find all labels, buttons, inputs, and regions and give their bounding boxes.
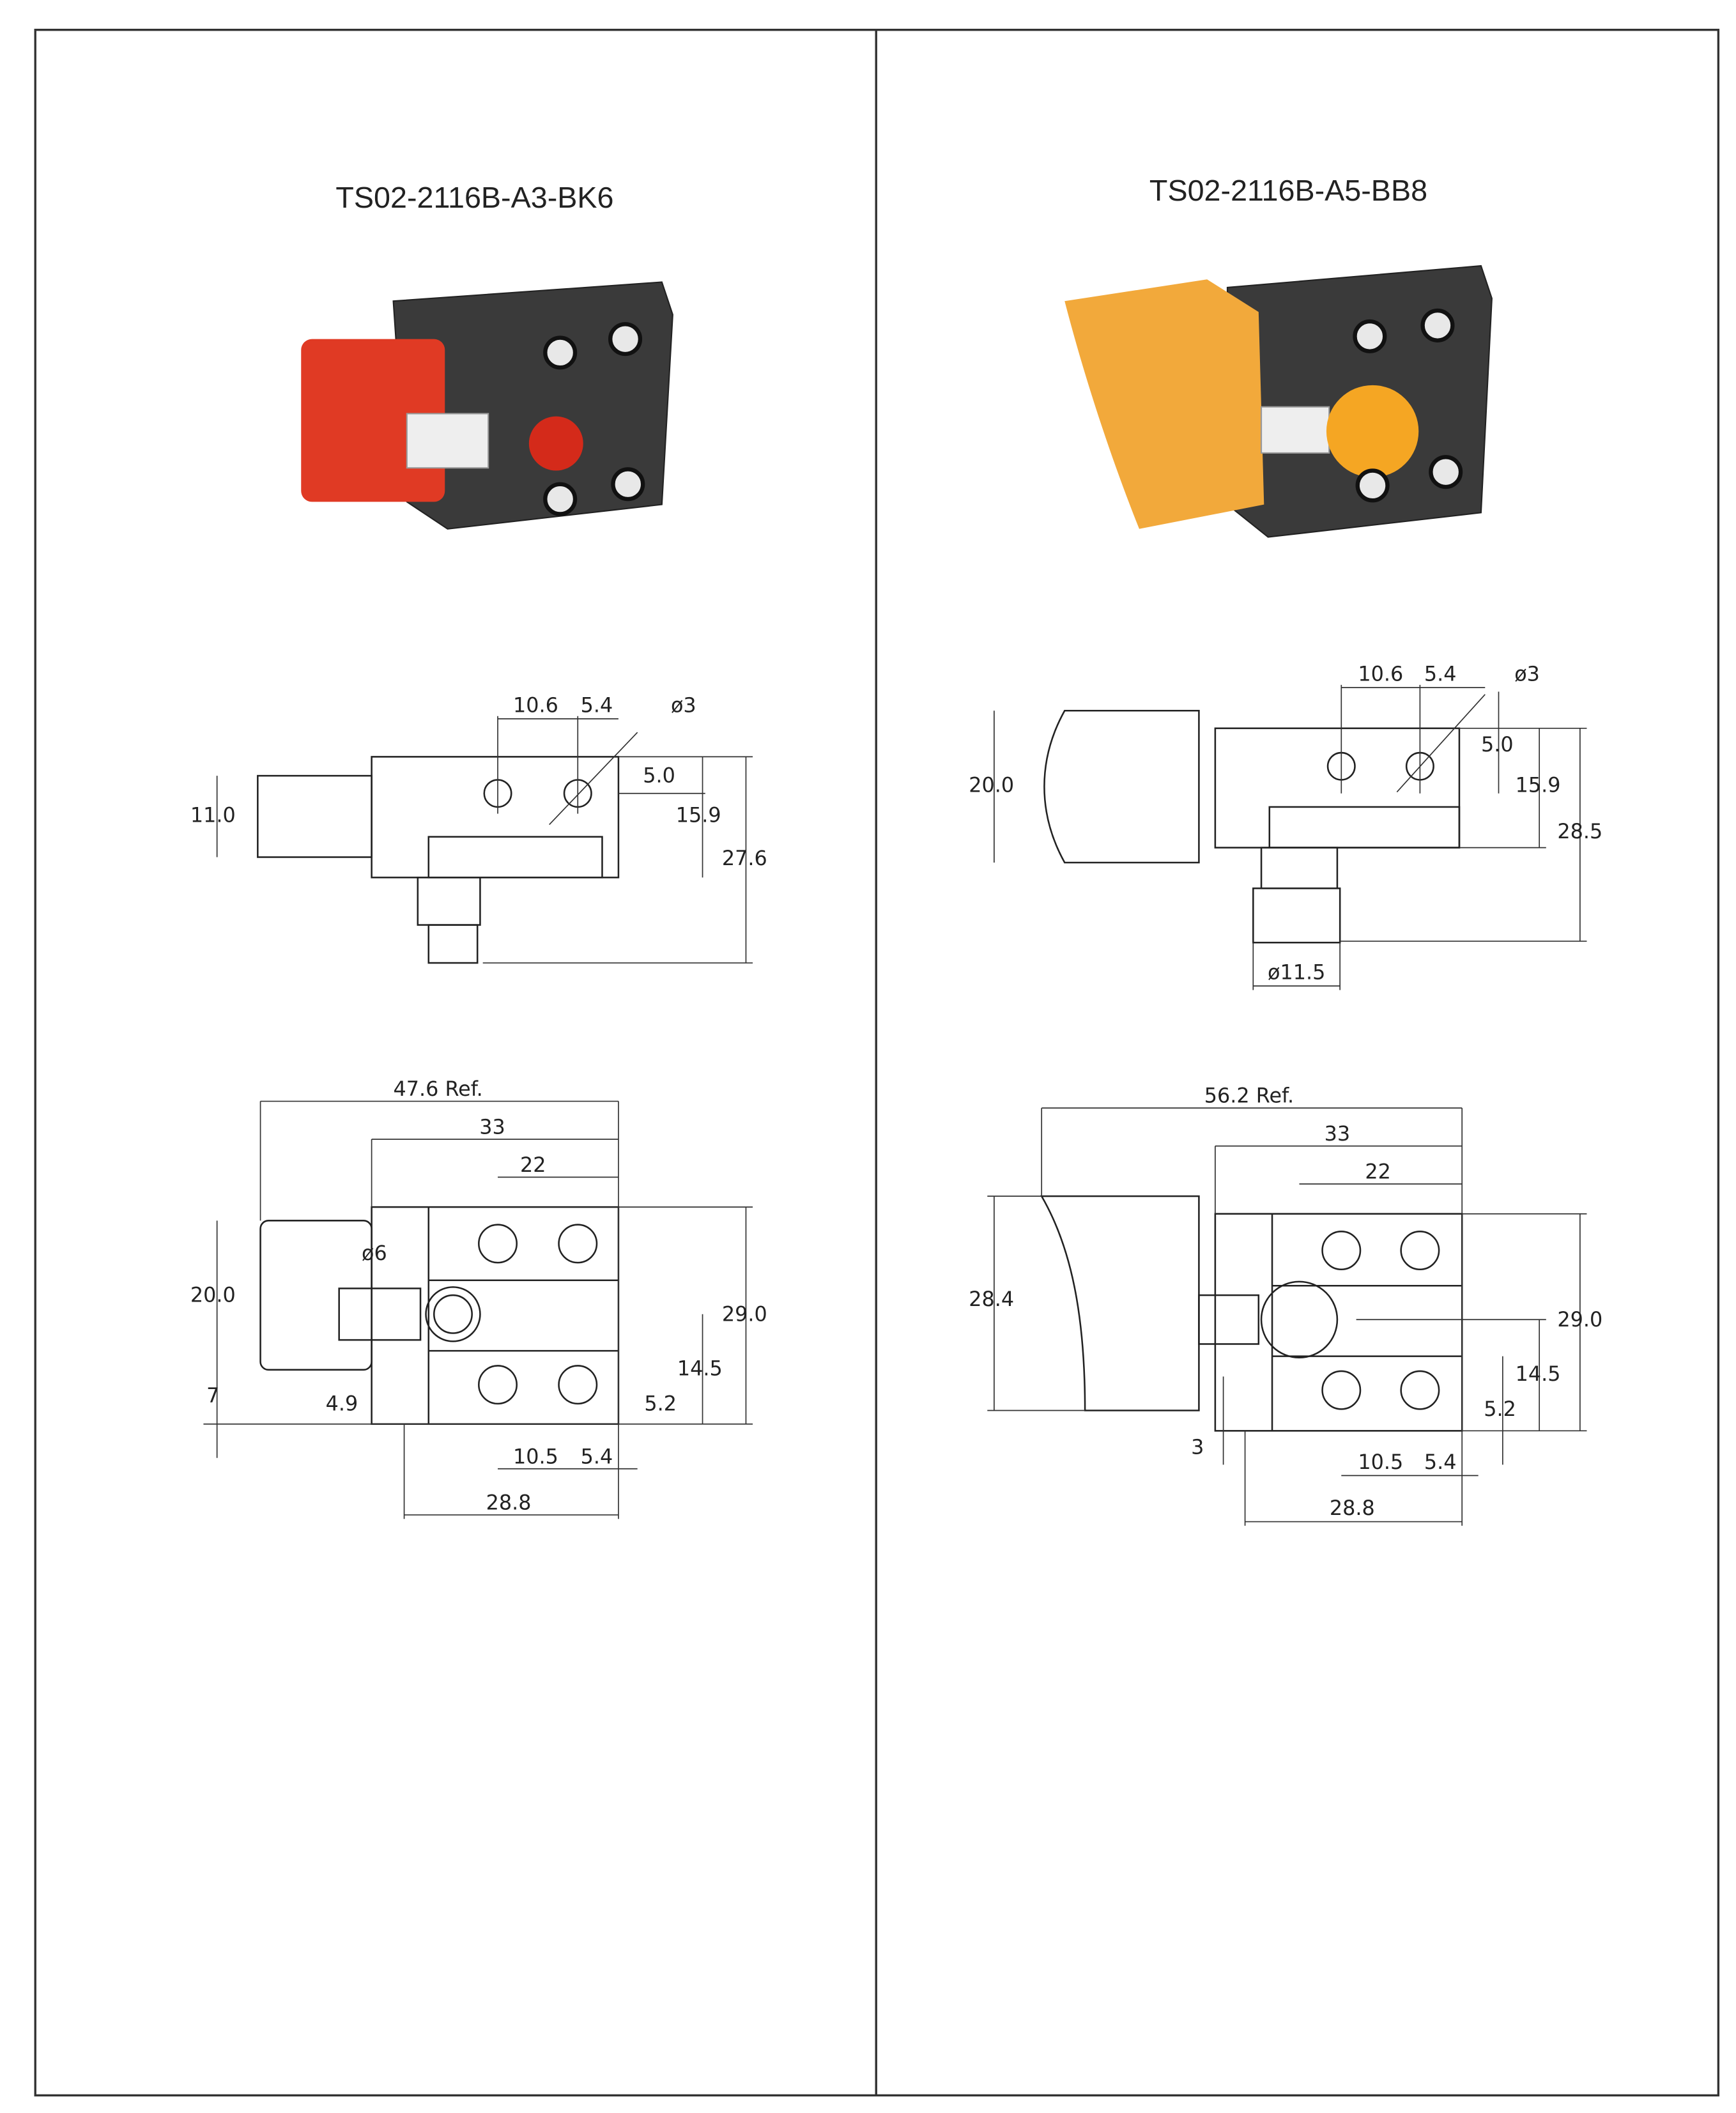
dim-label: 11.0 (190, 803, 236, 827)
dim-label: 29.0 (722, 1302, 767, 1326)
dim-label: 5.4 (581, 1444, 613, 1468)
lock-button (1326, 385, 1419, 478)
dim-label: 20.0 (969, 773, 1014, 797)
dim-label: 14.5 (677, 1356, 723, 1380)
side-view-drawing: 10.6 5.4 ø3 20.0 5.0 15.9 28.5 ø11.5 (969, 662, 1602, 990)
dim-label: ø3 (1514, 662, 1540, 686)
dim-label: 33 (1325, 1121, 1351, 1146)
dim-label: 5.2 (644, 1391, 677, 1415)
dim-label: 22 (520, 1153, 546, 1177)
top-view-drawing: 47.6 Ref. 33 22 20.0 ø6 29.0 14.5 5.2 7 … (190, 1077, 767, 1519)
dim-label: 3 (1191, 1434, 1204, 1459)
dim-label: 7 (206, 1383, 219, 1408)
dim-label: 5.0 (1481, 732, 1514, 757)
dim-label: 28.8 (486, 1490, 532, 1514)
dim-label: 27.6 (722, 846, 767, 870)
dim-label: 10.5 (513, 1444, 558, 1468)
dim-label: 5.4 (581, 693, 613, 717)
dim-label: 10.6 (1358, 662, 1403, 686)
lock-button (528, 416, 583, 471)
dim-label: ø6 (362, 1241, 387, 1265)
dim-label: 5.4 (1424, 662, 1457, 686)
dim-label: 20.0 (190, 1283, 236, 1307)
product-photo-red-trigger (301, 281, 673, 530)
panel-left: TS02-2116B-A3-BK6 10.6 5.4 ø3 (190, 181, 767, 1519)
dim-label: 15.9 (1516, 773, 1561, 797)
dim-label: ø3 (671, 693, 696, 717)
dim-label: 28.8 (1330, 1496, 1375, 1520)
product-title: TS02-2116B-A3-BK6 (335, 181, 613, 214)
dim-label: 56.2 Ref. (1204, 1084, 1294, 1108)
dim-label: 33 (479, 1114, 505, 1139)
dim-label: ø11.5 (1268, 960, 1325, 985)
trigger (1064, 279, 1264, 529)
dim-label: 4.9 (326, 1391, 358, 1415)
dim-label: 28.5 (1557, 819, 1602, 843)
dim-label: 14.5 (1516, 1362, 1561, 1386)
dim-label: 15.9 (676, 803, 721, 827)
dim-label: 10.6 (513, 693, 558, 717)
dim-label: 5.2 (1484, 1397, 1516, 1421)
product-title: TS02-2116B-A5-BB8 (1149, 174, 1427, 207)
dim-label: 5.4 (1424, 1450, 1457, 1474)
dim-label: 5.0 (643, 764, 675, 788)
dim-label: 10.5 (1358, 1450, 1403, 1474)
dim-label: 22 (1365, 1160, 1391, 1184)
dim-label: 29.0 (1557, 1307, 1602, 1332)
dim-label: 47.6 Ref. (394, 1077, 483, 1101)
side-view-drawing: 10.6 5.4 ø3 5.0 15.9 27.6 11.0 (190, 693, 767, 964)
product-photo-orange-trigger (1064, 265, 1493, 538)
dim-label: 28.4 (969, 1287, 1014, 1311)
panel-right: TS02-2116B-A5-BB8 10.6 (969, 174, 1602, 1526)
top-view-drawing: 56.2 Ref. 33 22 28.4 29.0 14.5 5.2 3 10.… (969, 1084, 1602, 1526)
